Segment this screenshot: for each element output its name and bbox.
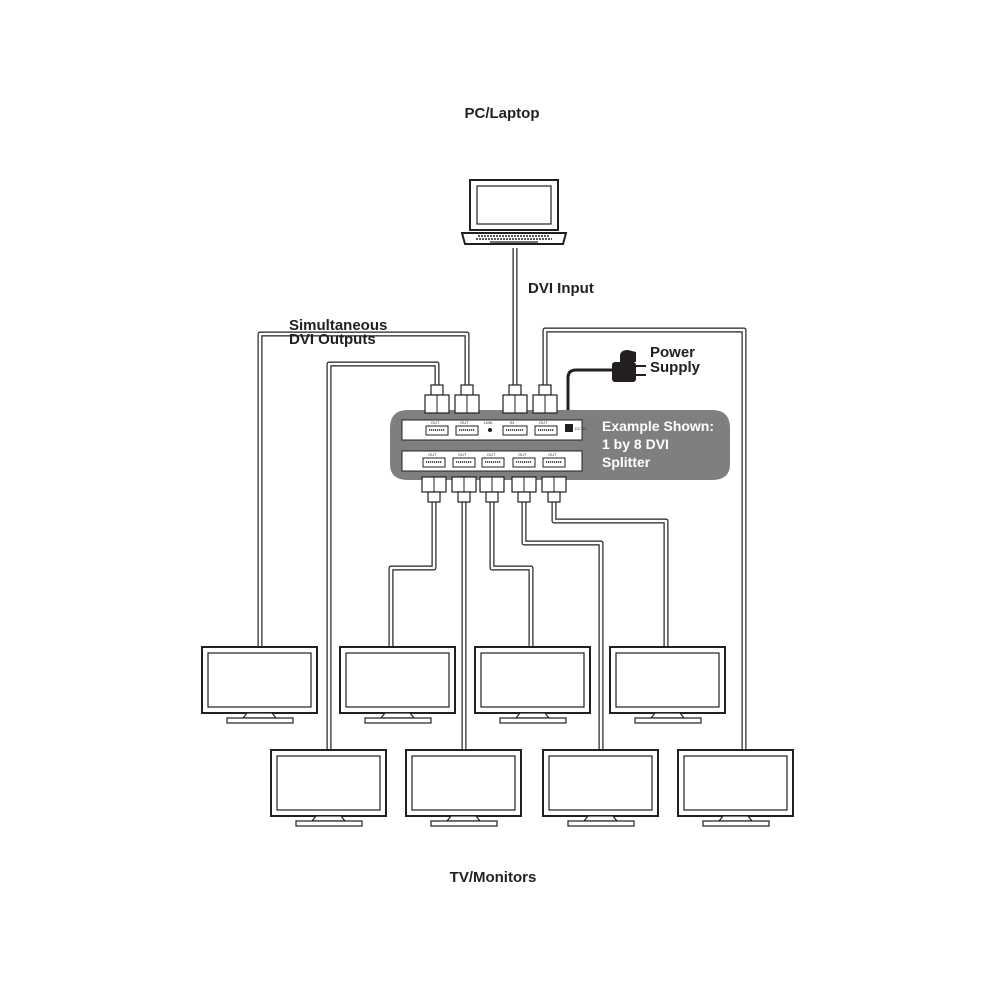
dvi-plugs-bottom xyxy=(421,476,567,503)
svg-text:OUT: OUT xyxy=(460,420,469,425)
svg-text:OUT: OUT xyxy=(518,452,527,457)
monitor-icon xyxy=(339,646,456,724)
power-supply-label-line1: Power xyxy=(650,344,695,361)
bottom-port-4: OUT xyxy=(512,452,536,468)
monitors-front-row xyxy=(270,749,794,827)
output-cable-8 xyxy=(551,500,669,650)
power-port-label: DC 5V xyxy=(575,426,587,431)
example-shown-line3: Splitter xyxy=(602,454,651,470)
monitor-icon xyxy=(270,749,387,827)
laptop-icon xyxy=(460,179,568,245)
splitter-top-ports: OUT OUT LINK IN OUT DC 5V xyxy=(425,420,587,436)
power-port xyxy=(565,424,573,432)
top-port-3: OUT xyxy=(534,420,558,436)
dvi-plug-icon xyxy=(541,476,567,503)
svg-text:OUT: OUT xyxy=(428,452,437,457)
dvi-plug-icon xyxy=(454,384,480,414)
monitor-icon xyxy=(201,646,318,724)
svg-text:OUT: OUT xyxy=(548,452,557,457)
svg-text:OUT: OUT xyxy=(458,452,467,457)
dvi-plug-icon xyxy=(502,384,528,414)
power-supply-label-line2: Supply xyxy=(650,359,701,376)
tv-monitors-label: TV/Monitors xyxy=(450,869,537,886)
dvi-plug-icon xyxy=(479,476,505,503)
top-port-in: IN xyxy=(502,420,528,436)
splitter-bottom-ports: OUT OUT OUT OUT OUT xyxy=(422,452,566,468)
svg-text:LINK: LINK xyxy=(484,420,493,425)
simultaneous-outputs-label-line1: Simultaneous xyxy=(289,317,387,334)
dvi-plug-icon xyxy=(451,476,477,503)
power-cable xyxy=(566,368,615,424)
cables xyxy=(257,248,747,752)
bottom-port-2: OUT xyxy=(452,452,476,468)
dvi-plug-icon xyxy=(421,476,447,503)
bottom-port-1: OUT xyxy=(422,452,446,468)
dvi-plug-icon xyxy=(532,384,558,414)
output-cable-4 xyxy=(388,500,437,650)
svg-text:OUT: OUT xyxy=(431,420,440,425)
link-indicator: LINK xyxy=(484,420,493,432)
dvi-plug-icon xyxy=(424,384,450,414)
power-adapter-icon xyxy=(612,350,646,382)
bottom-port-3: OUT xyxy=(481,452,505,468)
svg-text:IN: IN xyxy=(510,420,514,425)
example-shown-line2: 1 by 8 DVI xyxy=(602,436,669,452)
pc-laptop-label: PC/Laptop xyxy=(465,105,540,122)
top-port-1: OUT xyxy=(425,420,449,436)
monitor-icon xyxy=(677,749,794,827)
monitors-back-row xyxy=(201,646,726,724)
dvi-plug-icon xyxy=(511,476,537,503)
monitor-icon xyxy=(405,749,522,827)
monitor-icon xyxy=(474,646,591,724)
svg-text:OUT: OUT xyxy=(487,452,496,457)
top-port-2: OUT xyxy=(455,420,479,436)
dvi-input-label: DVI Input xyxy=(528,280,594,297)
monitor-icon xyxy=(609,646,726,724)
dvi-plugs-top xyxy=(424,384,558,414)
bottom-port-5: OUT xyxy=(542,452,566,468)
svg-text:OUT: OUT xyxy=(539,420,548,425)
example-shown-line1: Example Shown: xyxy=(602,418,714,434)
monitor-icon xyxy=(542,749,659,827)
simultaneous-outputs-label-line2: DVI Outputs xyxy=(289,331,376,348)
